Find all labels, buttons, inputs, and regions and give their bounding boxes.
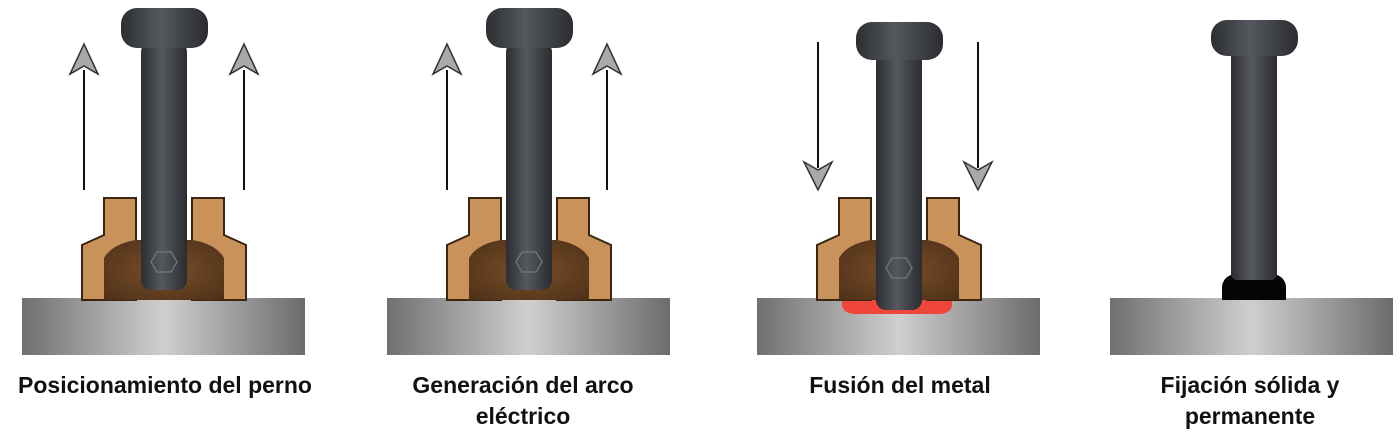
stud-shank — [141, 42, 187, 290]
step-1-illustration — [22, 8, 305, 355]
arrow-up-right — [591, 42, 623, 190]
step-4-caption: Fijación sólida y permanente — [1160, 372, 1340, 429]
weld-fillet — [1222, 274, 1286, 300]
arrow-up-right — [228, 42, 260, 190]
step-3-caption: Fusión del metal — [809, 372, 991, 398]
stud-marking — [885, 257, 913, 279]
stud-marking — [150, 251, 178, 273]
stud-marking — [515, 251, 543, 273]
stud-head — [121, 8, 208, 48]
stud-head — [856, 22, 943, 60]
arrow-down-left — [802, 42, 834, 192]
stud-shank — [506, 42, 552, 290]
step-2-illustration — [387, 8, 670, 355]
step-1-caption: Posicionamiento del perno — [18, 372, 312, 398]
base-plate — [1110, 298, 1393, 355]
arrow-up-left — [68, 42, 100, 190]
stud-head — [486, 8, 573, 48]
stud-shank — [1231, 44, 1277, 280]
base-plate — [387, 298, 670, 355]
base-plate — [22, 298, 305, 355]
arrow-down-right — [962, 42, 994, 192]
stud-shank — [876, 52, 922, 310]
arrow-up-left — [431, 42, 463, 190]
step-2-caption: Generación del arco eléctrico — [412, 372, 634, 429]
step-4-illustration — [1110, 20, 1393, 355]
step-3-illustration — [757, 22, 1040, 355]
stud-head — [1211, 20, 1298, 56]
